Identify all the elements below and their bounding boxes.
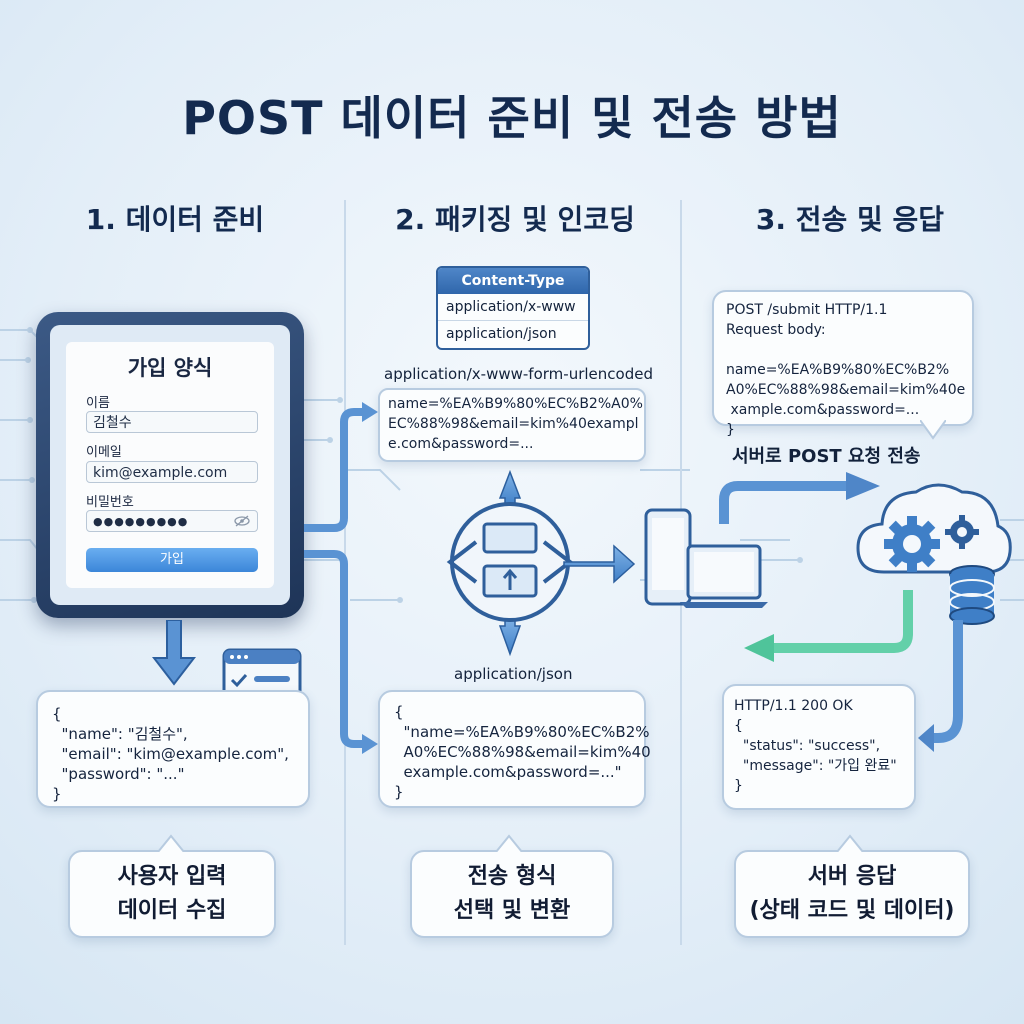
caption-line: 전송 형식 xyxy=(467,864,557,889)
caption-format-select: 전송 형식 선택 및 변환 xyxy=(410,850,614,938)
name-input[interactable]: 김철수 xyxy=(86,411,258,433)
email-label: 이메일 xyxy=(86,445,122,460)
send-arrow-icon xyxy=(719,472,880,524)
send-request-label: 서버로 POST 요청 전송 xyxy=(732,446,921,467)
encoding-transform-icon xyxy=(446,469,636,657)
client-devices-icon xyxy=(644,508,768,608)
down-arrow-icon xyxy=(918,620,963,752)
caption-server-response: 서버 응답 (상태 코드 및 데이터) xyxy=(734,850,970,938)
caption-line: 데이터 수집 xyxy=(117,898,227,923)
cloud-server-icon xyxy=(856,483,1012,625)
callout-pointer xyxy=(920,420,946,440)
callout-pointer xyxy=(158,834,184,852)
json-encoded-card xyxy=(378,690,646,808)
signup-submit-button[interactable]: 가입 xyxy=(86,548,258,572)
urlencoded-code: name=%EA%B9%80%EC%B2%A0% EC%88%98&email=… xyxy=(388,396,643,452)
password-label: 비밀번호 xyxy=(86,495,134,510)
gear-icon xyxy=(945,515,979,549)
callout-pointer xyxy=(837,834,863,852)
database-icon xyxy=(949,565,995,625)
urlencoded-format-label: application/x-www-form-urlencoded xyxy=(384,365,653,383)
column-heading-send-response: 3. 전송 및 응답 xyxy=(755,203,945,236)
content-type-option[interactable]: application/json xyxy=(446,326,557,342)
password-input[interactable]: ●●●●●●●●● xyxy=(86,510,258,532)
flow-arrows-col1-col2 xyxy=(304,402,378,754)
http-response-code: HTTP/1.1 200 OK { "status": "success", "… xyxy=(734,698,897,794)
caption-user-input: 사용자 입력 데이터 수집 xyxy=(68,850,276,938)
json-data-card xyxy=(36,690,310,808)
urlencoded-card xyxy=(378,388,646,462)
down-arrow-icon xyxy=(152,620,196,686)
caption-line: 사용자 입력 xyxy=(117,864,227,889)
http-request-card xyxy=(712,290,974,426)
caption-line: 선택 및 변환 xyxy=(453,898,571,923)
column-heading-encoding: 2. 패키징 및 인코딩 xyxy=(395,203,635,236)
json-format-label: application/json xyxy=(454,665,573,683)
name-label: 이름 xyxy=(86,396,110,411)
content-type-selector[interactable]: Content-Type application/x-www applicati… xyxy=(436,266,590,350)
form-title: 가입 양식 xyxy=(127,356,213,380)
page-title: POST 데이터 준비 및 전송 방법 xyxy=(182,91,842,145)
caption-line: (상태 코드 및 데이터) xyxy=(749,898,955,923)
gear-icon xyxy=(884,516,940,572)
response-arrow-icon xyxy=(744,590,913,662)
http-request-code: POST /submit HTTP/1.1 Request body: name… xyxy=(726,302,966,438)
eye-slash-icon[interactable] xyxy=(234,515,250,527)
callout-pointer xyxy=(496,834,522,852)
email-input[interactable]: kim@example.com xyxy=(86,461,258,483)
caption-line: 서버 응답 xyxy=(807,864,897,889)
json-encoded-code: { "name=%EA%B9%80%EC%B2% A0%EC%88%98&ema… xyxy=(394,703,651,801)
http-response-card xyxy=(722,684,916,810)
content-type-option[interactable]: application/x-www xyxy=(438,294,588,321)
content-type-header: Content-Type xyxy=(438,268,588,294)
json-data-code: { "name": "김철수", "email": "kim@example.c… xyxy=(52,705,289,803)
column-heading-data-prep: 1. 데이터 준비 xyxy=(85,203,265,236)
